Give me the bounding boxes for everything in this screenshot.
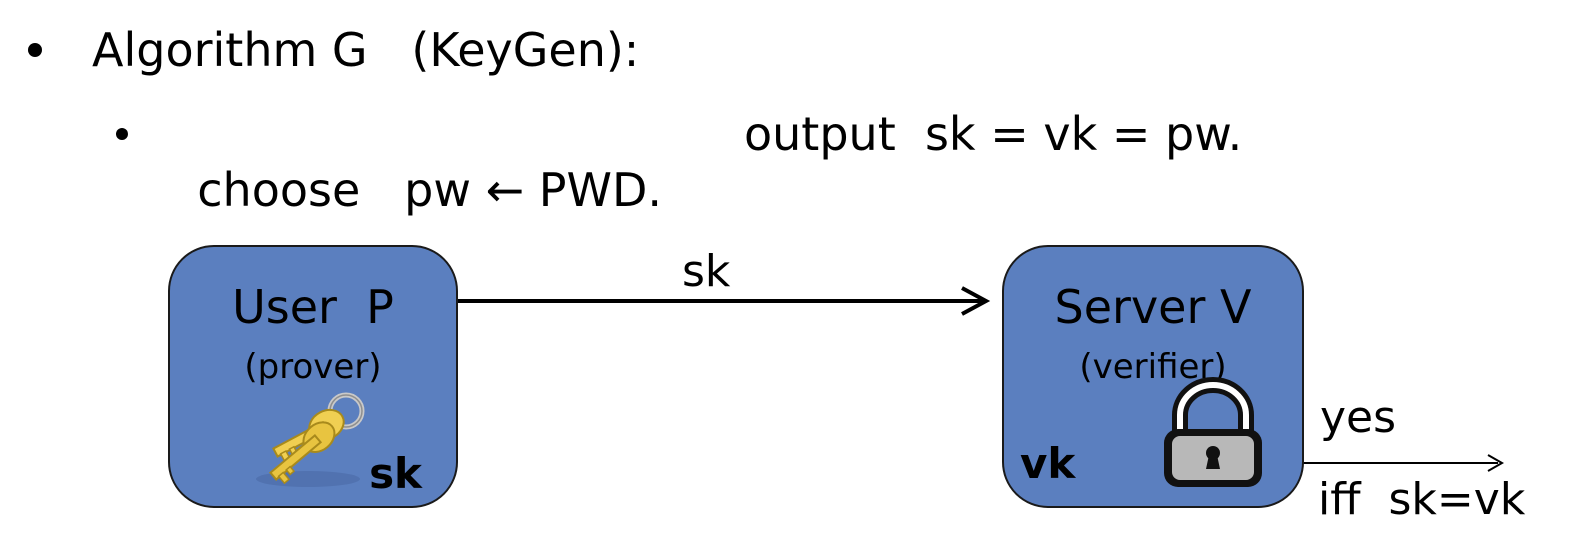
bullet-dot-level2 xyxy=(116,128,128,140)
server-verifier-node: Server V (verifier) vk xyxy=(1002,245,1304,508)
keygen-heading: Algorithm G (KeyGen): xyxy=(92,23,640,77)
left-arrow-symbol: ← xyxy=(485,163,525,217)
user-sk-label: sk xyxy=(369,449,422,498)
user-title: User P xyxy=(232,280,394,334)
padlock-icon xyxy=(1164,377,1262,487)
server-title: Server V xyxy=(1054,280,1252,334)
output-condition-label: iff sk=vk xyxy=(1318,474,1526,525)
output-keys-text: output sk = vk = pw. xyxy=(744,107,1243,161)
pwd-label: PWD. xyxy=(524,163,662,217)
choose-password-text: choose pw ← PWD. xyxy=(168,106,662,218)
choose-pw-label: choose pw xyxy=(197,163,486,217)
keys-icon xyxy=(256,392,365,487)
bullet-dot-level1 xyxy=(28,43,42,57)
user-subtitle: (prover) xyxy=(244,347,382,387)
output-yes-label: yes xyxy=(1320,392,1397,443)
arrow-sk-label: sk xyxy=(682,246,731,297)
server-vk-label: vk xyxy=(1020,439,1076,488)
user-prover-node: User P (prover) sk xyxy=(168,245,458,508)
